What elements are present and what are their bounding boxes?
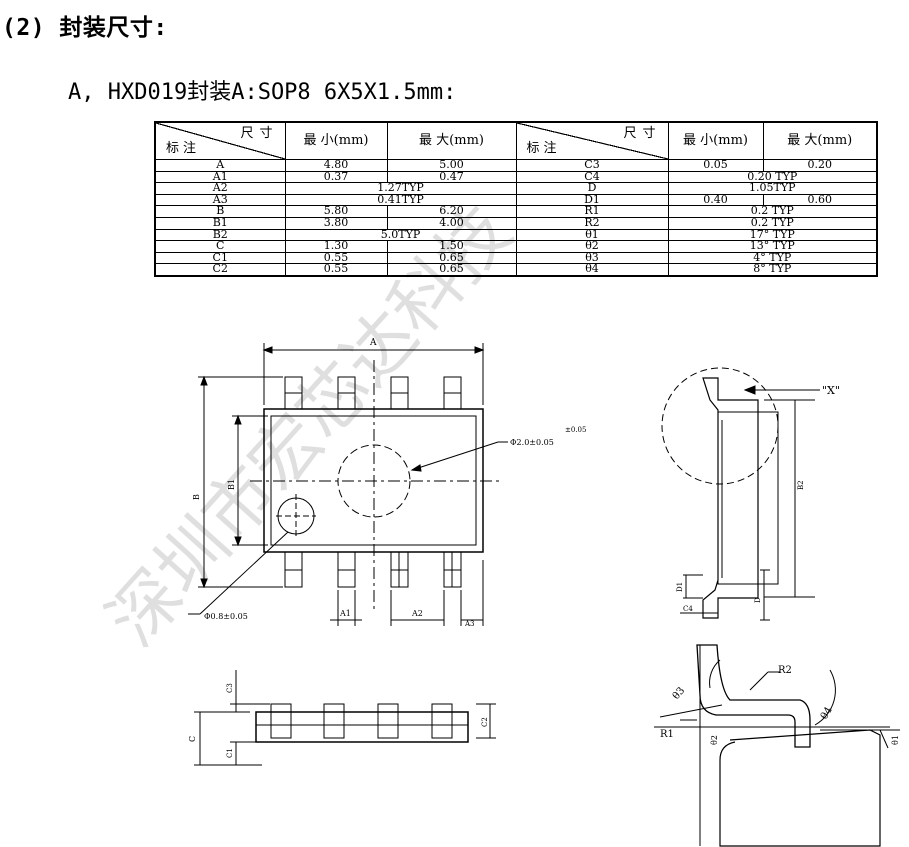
detail-x-view: R2 R1 θ3 θ4 θ2 θ1: [654, 644, 900, 847]
end-view: "X" B2 D1 D C4: [661, 367, 840, 621]
top-view: A B B1 A1 A2 A3 Φ2.0±0.05 ±0.05 Φ0.8±0.0…: [188, 338, 586, 628]
dimension-table: 尺寸标注 最 小(mm) 最 大(mm) 尺寸标注 最 小(mm) 最 大(mm…: [154, 121, 878, 277]
label-a1: A1: [339, 609, 351, 618]
svg-text:深圳市宏芯达科技: 深圳市宏芯达科技: [92, 190, 528, 661]
cell-max: 0.60: [762, 193, 878, 207]
label-c: C: [188, 736, 197, 742]
label-a3: A3: [464, 620, 475, 628]
package-subtitle: A, HXD019封装A:SOP8 6X5X1.5mm:: [68, 80, 457, 105]
table-header-row: 尺寸标注 最 小(mm) 最 大(mm) 尺寸标注 最 小(mm) 最 大(mm…: [154, 121, 878, 160]
cell-label: A2: [154, 182, 286, 195]
header-min: 最 小(mm): [284, 121, 388, 160]
header-cell-left: 尺寸标注: [154, 121, 286, 160]
cell-max: 0.20: [762, 159, 878, 172]
cell-min: 0.55: [284, 263, 388, 277]
label-b2: B2: [797, 480, 805, 490]
label-d: D: [754, 597, 762, 603]
label-theta1: θ1: [891, 735, 900, 745]
cell-typ: 13° TYP: [667, 240, 878, 253]
label-theta4: θ4: [819, 705, 835, 721]
label-c4: C4: [683, 605, 693, 613]
bottom-pins: [284, 551, 462, 588]
cell-label: C4: [515, 170, 669, 184]
label-x: "X": [822, 384, 840, 397]
cell-min: 3.80: [284, 216, 388, 230]
label-d1: D1: [676, 582, 684, 592]
label-r2: R2: [778, 665, 792, 676]
label-c2: C2: [481, 717, 489, 727]
cell-typ: 1.05TYP: [667, 182, 878, 195]
label-theta3: θ3: [671, 685, 687, 702]
cell-typ: 8° TYP: [667, 263, 878, 277]
label-phi08: Φ0.8±0.05: [204, 612, 248, 621]
cell-label: B1: [154, 216, 286, 230]
cell-label: R2: [515, 216, 669, 230]
label-tol: ±0.05: [565, 426, 586, 434]
header-max-right: 最 大(mm): [762, 121, 878, 160]
watermark: 深圳市宏芯达科技: [92, 190, 528, 661]
cell-typ: 0.2 TYP: [667, 205, 878, 218]
label-a2: A2: [411, 609, 423, 618]
label-theta2: θ2: [710, 735, 719, 745]
side-view: C C3 C1 C2: [188, 670, 496, 766]
label-c3: C3: [226, 683, 234, 693]
cell-typ: 0.2 TYP: [667, 216, 878, 230]
label-c1: C1: [226, 748, 234, 758]
label-b1: B1: [227, 479, 236, 490]
cell-label: A: [154, 159, 286, 172]
cell-typ: 17° TYP: [667, 228, 878, 242]
cell-max: 5.00: [386, 159, 517, 172]
label-r1: R1: [660, 729, 674, 740]
label-b: B: [192, 494, 201, 500]
cell-label: D1: [515, 193, 669, 207]
header-min-right: 最 小(mm): [667, 121, 764, 160]
cell-min: 0.37: [284, 170, 388, 184]
label-a: A: [369, 338, 377, 348]
cell-label: C: [154, 240, 286, 253]
cell-typ: 0.20 TYP: [667, 170, 878, 184]
label-phi20: Φ2.0±0.05: [510, 438, 554, 447]
header-cell-right: 尺寸标注: [515, 121, 669, 160]
section-title: (2) 封装尺寸:: [2, 15, 168, 41]
top-pins: [284, 376, 462, 410]
cell-min: 1.30: [284, 240, 388, 253]
